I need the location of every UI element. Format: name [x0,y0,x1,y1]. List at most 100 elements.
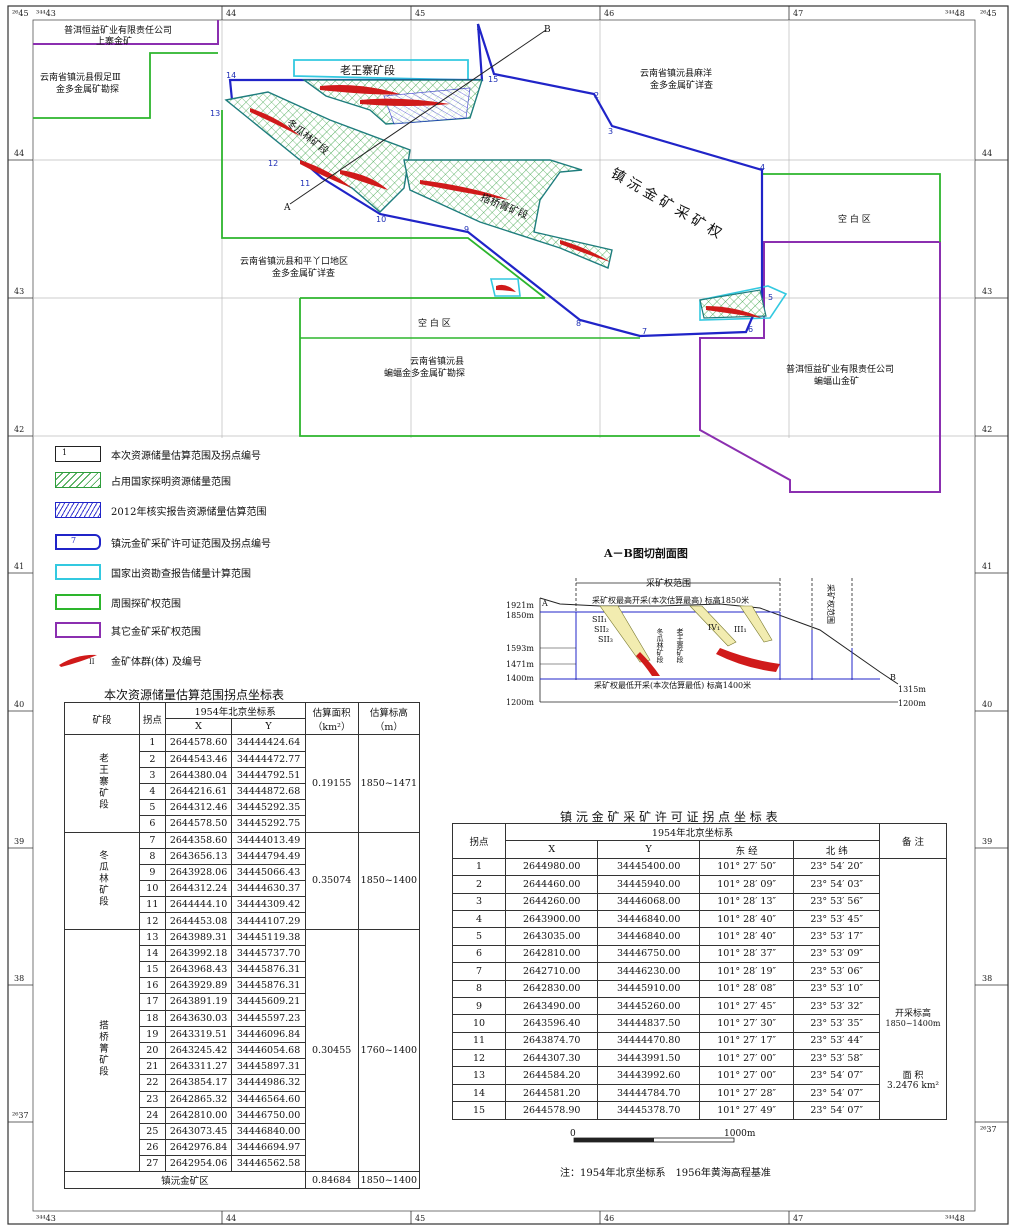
svg-text:采矿权最高开采(本次估算最高) 标高1850米: 采矿权最高开采(本次估算最高) 标高1850米 [592,595,749,605]
svg-text:1200m: 1200m [898,699,926,708]
green-right-heping [221,110,546,299]
latitude: 23° 54′ 03″ [793,875,880,894]
region-mayang-1: 云南省镇沅县麻洋 [640,67,712,79]
coord-x: 2643968.43 [164,960,233,979]
region-jiazu-2: 金多金属矿勘探 [56,83,119,95]
latitude: 23° 54′ 20″ [793,857,880,877]
coord-x: 2644584.20 [504,1066,599,1085]
footnote: 注：1954年北京坐标系 1956年黄海高程基准 [560,1166,771,1179]
svg-text:1200m: 1200m [506,698,534,707]
coord-y: 34444013.49 [231,831,306,849]
segment-name: 老王寨矿段 [64,734,140,833]
point-id: 18 [139,1009,166,1027]
point-id: 1 [452,857,506,877]
svg-text:1921m: 1921m [506,601,534,610]
coord-y: 34445897.31 [231,1058,306,1076]
coord-y: 34446750.00 [597,944,700,964]
corner-label-tr: ³⁴⁴48 [945,9,965,18]
coord-x: 2642710.00 [504,962,599,981]
coord-y: 34444424.64 [231,734,306,752]
latitude: 23° 53′ 06″ [793,962,880,981]
svg-text:41: 41 [14,562,24,571]
point-id: 5 [139,799,166,817]
svg-text:A: A [541,599,548,608]
latitude: 23° 53′ 35″ [793,1014,880,1033]
x-label-44-bottom: 44 [226,1214,236,1223]
latitude: 23° 54′ 07″ [793,1066,880,1085]
point-id: 8 [139,847,166,865]
coord-y: 34445876.31 [231,977,306,995]
point-id: 14 [452,1083,506,1103]
x-label-45-bottom: 45 [415,1214,425,1223]
coord-y: 34443991.50 [597,1049,700,1068]
point-id: 10 [452,1014,506,1033]
coord-x: 2643490.00 [504,996,599,1016]
svg-text:8: 8 [576,319,581,328]
segment-area: 0.19155 [304,734,359,833]
coord-x: 2644216.61 [164,782,233,801]
region-bianfu-2: 蝙蝠金多金属矿勘探 [384,367,465,379]
region-mayang-2: 金多金属矿详查 [650,79,713,91]
coord-x: 2644312.46 [164,799,233,817]
coord-x: 2644578.60 [164,734,233,752]
coord-x: 2643992.18 [164,944,233,963]
latitude: 23° 54′ 07″ [793,1101,880,1120]
coord-x: 2643630.03 [164,1009,233,1027]
latitude: 23° 53′ 44″ [793,1031,880,1051]
total-label: 镇沅金矿区 [64,1171,306,1189]
svg-text:7: 7 [642,327,647,336]
coord-y: 34446096.84 [231,1025,306,1043]
point-id: 9 [139,863,166,882]
point-id: 21 [139,1058,166,1076]
latitude: 23° 53′ 32″ [793,996,880,1016]
coord-y: 34444309.42 [231,896,306,914]
point-id: 15 [452,1101,506,1120]
coord-y: 34445876.31 [231,960,306,979]
svg-text:11: 11 [300,179,310,188]
legend-item-other-mining: 其它金矿采矿权范围 [55,621,201,639]
svg-text:38: 38 [14,974,24,983]
region-bianfushan-2: 蝙蝠山金矿 [814,375,859,387]
coord-x: 2644312.24 [164,880,233,898]
point-id: 10 [139,880,166,898]
coord-y: 34445066.43 [231,863,306,882]
svg-text:13: 13 [210,109,220,118]
label-b: B [544,25,551,35]
purple-right-east [699,241,941,493]
svg-text:14: 14 [226,71,236,80]
longitude: 101° 27′ 30″ [698,1014,795,1033]
region-shangzhai-2: 上寨金矿 [96,35,132,47]
point-id: 6 [452,944,506,964]
purple-right-top [33,20,219,45]
note-area-value: 3.2476 km² [887,1081,939,1092]
svg-text:42: 42 [982,425,992,434]
latitude: 23° 53′ 17″ [793,927,880,946]
longitude: 101° 28′ 19″ [698,962,795,981]
point-id: 24 [139,1106,166,1124]
cross-section: A－B图切剖面图 采矿权范围 采矿权范围 A 1921m 1850m 1593m… [506,546,926,708]
region-bianfu-1: 云南省镇沅县 [410,355,464,367]
coord-x: 2644380.04 [164,766,233,784]
coord-y: 34445737.70 [231,944,306,963]
legend-item-national: 国家出资勘查报告储量计算范围 [55,563,251,581]
svg-text:IV₁: IV₁ [708,623,720,632]
point-id: 13 [139,928,166,946]
svg-text:2: 2 [594,91,599,100]
svg-text:6: 6 [748,325,753,334]
longitude: 101° 28′ 09″ [698,875,795,894]
table2-title: 镇 沅 金 矿 采 矿 许 可 证 拐 点 坐 标 表 [560,810,778,824]
coord-y: 34444794.49 [231,847,306,865]
coord-x: 2642830.00 [504,979,599,998]
